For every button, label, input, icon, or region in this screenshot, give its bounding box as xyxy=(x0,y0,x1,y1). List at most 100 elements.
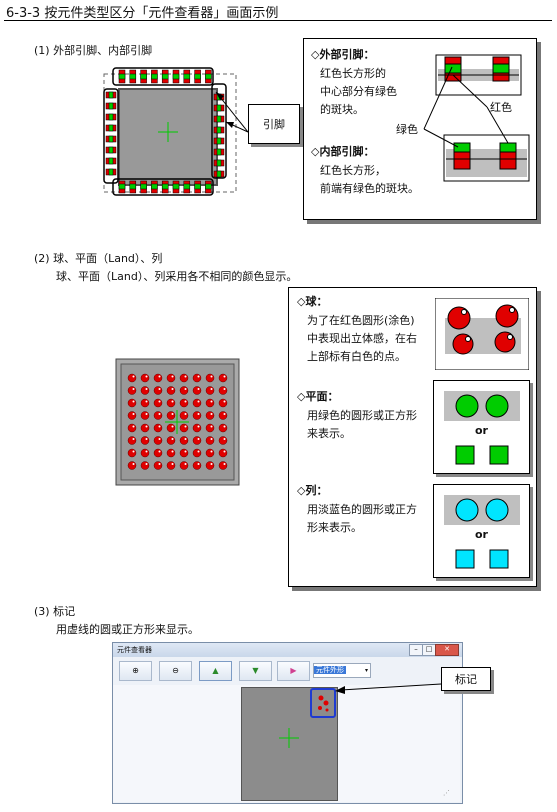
ball-line-2: 中表现出立体感，在右 xyxy=(307,332,417,345)
pin-mark xyxy=(118,183,126,190)
pin-mark xyxy=(205,183,212,190)
rotate-up-button[interactable]: ▲ xyxy=(199,661,232,681)
pin-mark xyxy=(108,157,114,165)
ball-highlight xyxy=(197,400,200,403)
ball-mark xyxy=(192,461,202,470)
ball-mark xyxy=(166,386,176,395)
inner-pin-desc: 红色长方形， 前端有绿色的斑块。 xyxy=(320,162,419,198)
mark-arrow xyxy=(335,683,442,694)
outer-pin-line-3: 的斑块。 xyxy=(320,103,364,116)
ball-highlight xyxy=(197,450,200,453)
maximize-button[interactable]: □ xyxy=(422,644,436,656)
ball-highlight xyxy=(171,450,174,453)
ball-mark xyxy=(218,423,228,433)
ball-mark xyxy=(140,398,150,408)
ball-mark xyxy=(192,411,202,420)
zoom-in-button[interactable]: ⊕ xyxy=(119,661,152,681)
pin-mark xyxy=(216,137,222,145)
red-label: 红色 xyxy=(490,101,512,114)
ball-highlight xyxy=(145,463,148,465)
pin-callout: 引脚 xyxy=(248,104,300,144)
section2-heading: (2) 球、平面（Land）、列 xyxy=(34,252,163,265)
ball-mark xyxy=(127,398,137,408)
ball-mark xyxy=(218,411,228,420)
ball-highlight xyxy=(223,413,226,415)
pin-mark xyxy=(172,73,180,80)
ball-mark xyxy=(179,423,189,433)
ball-highlight xyxy=(210,463,213,465)
ball-highlight xyxy=(171,375,174,378)
ball-mark xyxy=(192,398,202,408)
ball-highlight xyxy=(184,438,187,440)
ball-mark xyxy=(127,373,137,383)
ball-highlight xyxy=(145,388,148,390)
ball-highlight xyxy=(210,400,213,403)
ball-mark xyxy=(179,436,189,445)
ball-highlight xyxy=(223,400,226,403)
land-line-2: 来表示。 xyxy=(307,427,351,440)
ball-mark xyxy=(205,436,215,445)
ball-highlight xyxy=(145,438,148,440)
rotate-down-button[interactable]: ▼ xyxy=(239,661,272,681)
pin-mark xyxy=(140,73,147,80)
arrow-down-icon: ▼ xyxy=(252,666,259,675)
color-toggle-button[interactable]: ▶ xyxy=(277,661,310,681)
pin-mark xyxy=(129,183,137,190)
land-title: ◇平面： xyxy=(297,390,339,403)
ball-mark xyxy=(218,448,228,458)
ball-highlight xyxy=(223,425,226,428)
ball-mark xyxy=(166,448,176,458)
dropdown-selected: 元件外形 xyxy=(314,666,346,674)
ball-highlight xyxy=(132,400,135,403)
ball-mark xyxy=(140,373,150,383)
ball-highlight xyxy=(145,450,148,453)
component-center-cross xyxy=(279,728,299,748)
ball-mark xyxy=(179,448,189,458)
outer-pin-line-1: 红色长方形的 xyxy=(320,67,386,80)
pin-mark xyxy=(129,73,137,80)
ball-highlight xyxy=(171,425,174,428)
ball-highlight xyxy=(158,450,161,453)
section3-heading: (3) 标记 xyxy=(34,605,76,618)
ball-mark xyxy=(205,386,215,395)
ball-highlight xyxy=(132,375,135,378)
land-sample-box: or xyxy=(433,380,530,474)
ball-highlight xyxy=(197,413,200,415)
ball-highlight xyxy=(171,400,174,403)
close-button[interactable]: ✕ xyxy=(435,644,459,656)
resize-grip-icon[interactable]: ⋰ xyxy=(443,789,450,797)
minimize-button[interactable]: – xyxy=(409,644,423,656)
component-body xyxy=(241,687,338,801)
ball-mark xyxy=(179,461,189,470)
land-sample-figure xyxy=(444,391,520,465)
pin-mark xyxy=(151,183,158,190)
ball-mark xyxy=(140,436,150,445)
ball-mark xyxy=(153,461,163,470)
ball-mark xyxy=(192,386,202,395)
ball-highlight xyxy=(223,450,226,453)
ball-mark xyxy=(205,448,215,458)
ball-highlight xyxy=(210,425,213,428)
inner-pin-line-2: 前端有绿色的斑块。 xyxy=(320,182,419,195)
pin-mark xyxy=(118,73,126,80)
ball-mark xyxy=(205,423,215,433)
ball-highlight xyxy=(184,425,187,428)
display-mode-dropdown[interactable]: 元件外形 ▾ xyxy=(313,663,371,678)
ball-mark xyxy=(218,436,228,445)
ball-highlight xyxy=(223,438,226,440)
ball-mark xyxy=(192,436,202,445)
color-icon: ▶ xyxy=(290,666,297,675)
arrow-up-icon: ▲ xyxy=(212,666,219,675)
ball-highlight xyxy=(223,388,226,390)
ball-highlight xyxy=(158,463,161,465)
ball-mark xyxy=(205,398,215,408)
page-title: 6-3-3 按元件类型区分「元件查看器」画面示例 xyxy=(6,6,279,21)
column-or-label: or xyxy=(475,528,488,541)
ball-title: ◇球： xyxy=(297,295,328,308)
ball-mark xyxy=(140,386,150,395)
zoom-out-button[interactable]: ⊖ xyxy=(159,661,192,681)
ball-highlight xyxy=(132,388,135,390)
land-or-label: or xyxy=(475,424,488,437)
ball-mark xyxy=(127,386,137,395)
ball-highlight xyxy=(197,375,200,378)
